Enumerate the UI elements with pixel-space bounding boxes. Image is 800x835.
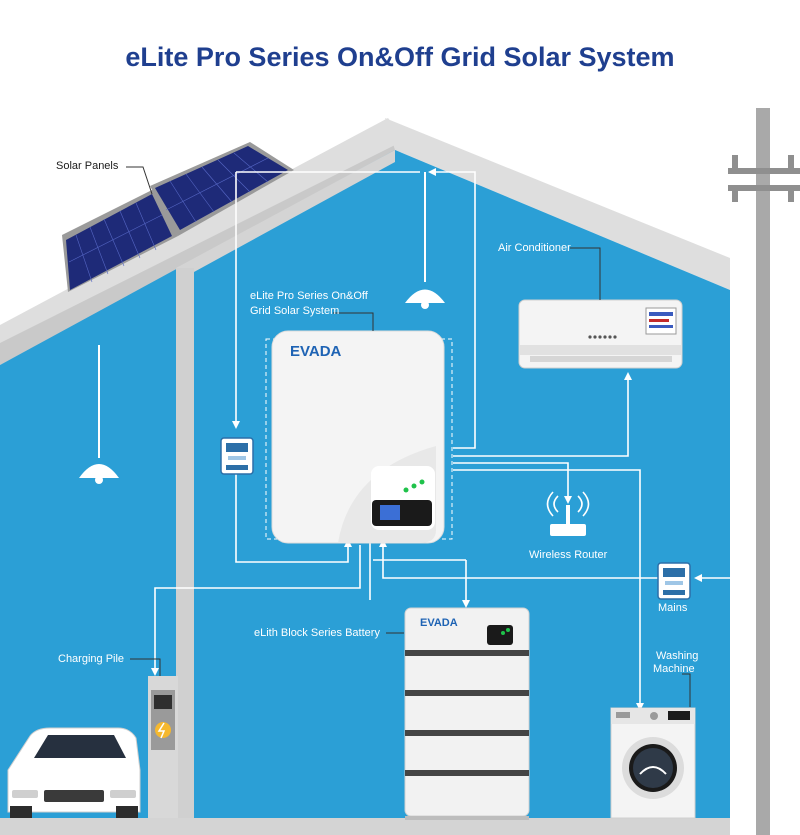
inverter-brand-logo: EVADA — [290, 343, 342, 360]
solar-panels — [62, 142, 294, 292]
left-meter-box — [220, 437, 254, 475]
charging-pile — [148, 676, 178, 818]
label-charging-pile: Charging Pile — [58, 653, 125, 665]
mains-meter-box — [657, 562, 691, 600]
page-title: eLite Pro Series On&Off Grid Solar Syste… — [125, 42, 675, 72]
label-air-conditioner: Air Conditioner — [498, 242, 571, 254]
label-battery: eLith Block Series Battery — [254, 627, 380, 639]
wireless-router — [546, 491, 590, 536]
battery-stack — [404, 607, 530, 820]
ceiling-lamp-right — [405, 172, 445, 309]
label-wireless-router: Wireless Router — [529, 549, 608, 561]
label-washing-line1: Washing — [656, 650, 699, 662]
utility-pole — [728, 108, 800, 835]
inverter-unit — [265, 330, 453, 544]
connection-lines — [151, 168, 756, 711]
air-conditioner — [518, 299, 683, 369]
label-inverter-line1: eLite Pro Series On&Off — [250, 290, 368, 302]
callout-lines — [126, 166, 691, 707]
label-inverter-line2: Grid Solar System — [250, 305, 340, 317]
car — [7, 727, 141, 818]
ceiling-lamp-left — [79, 345, 119, 484]
label-solar-panels: Solar Panels — [56, 160, 119, 172]
label-mains: Mains — [658, 602, 688, 614]
battery-brand-logo: EVADA — [420, 617, 458, 629]
washing-machine — [610, 707, 696, 819]
label-washing-line2: Machine — [653, 663, 695, 675]
